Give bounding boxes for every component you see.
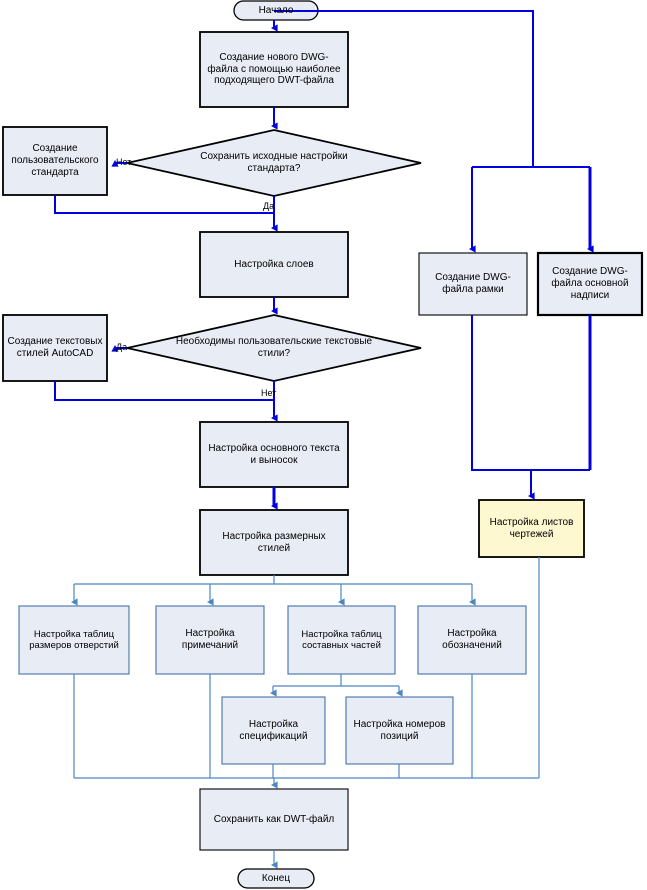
- node-dim-styles-shape: [199, 509, 349, 576]
- node-balloons-shape: [345, 696, 454, 765]
- node-hole-tables-shape: [18, 605, 130, 675]
- node-text-styles-shape: [2, 314, 108, 382]
- node-title-block-dwg-shape: [536, 251, 644, 317]
- node-specs-shape: [221, 696, 326, 765]
- node-main-text-shape: [199, 421, 349, 488]
- node-notes-shape: [155, 605, 265, 675]
- node-part-tables-shape: [287, 605, 396, 675]
- node-sheets-shape: [478, 499, 585, 558]
- edge-label-need-text-styles-no: Нет: [261, 388, 277, 398]
- edge-label-keep-std-no: Нет: [116, 157, 132, 167]
- node-need-text-styles-shape: [126, 314, 422, 382]
- edges-secondary: [70, 557, 540, 869]
- node-end-shape: [237, 868, 315, 889]
- node-custom-std-shape: [2, 126, 108, 196]
- node-layers-shape: [199, 231, 349, 298]
- node-save-dwt-shape: [199, 788, 349, 851]
- node-designations-shape: [417, 605, 527, 675]
- node-frame-dwg-shape: [418, 252, 528, 316]
- node-create-dwg-shape: [199, 31, 349, 108]
- node-keep-std-shape: [126, 129, 422, 197]
- edge-label-need-text-styles-yes: Да: [116, 342, 128, 352]
- edge-label-keep-std-yes: Да: [263, 201, 275, 211]
- edges-primary: [54, 10, 594, 510]
